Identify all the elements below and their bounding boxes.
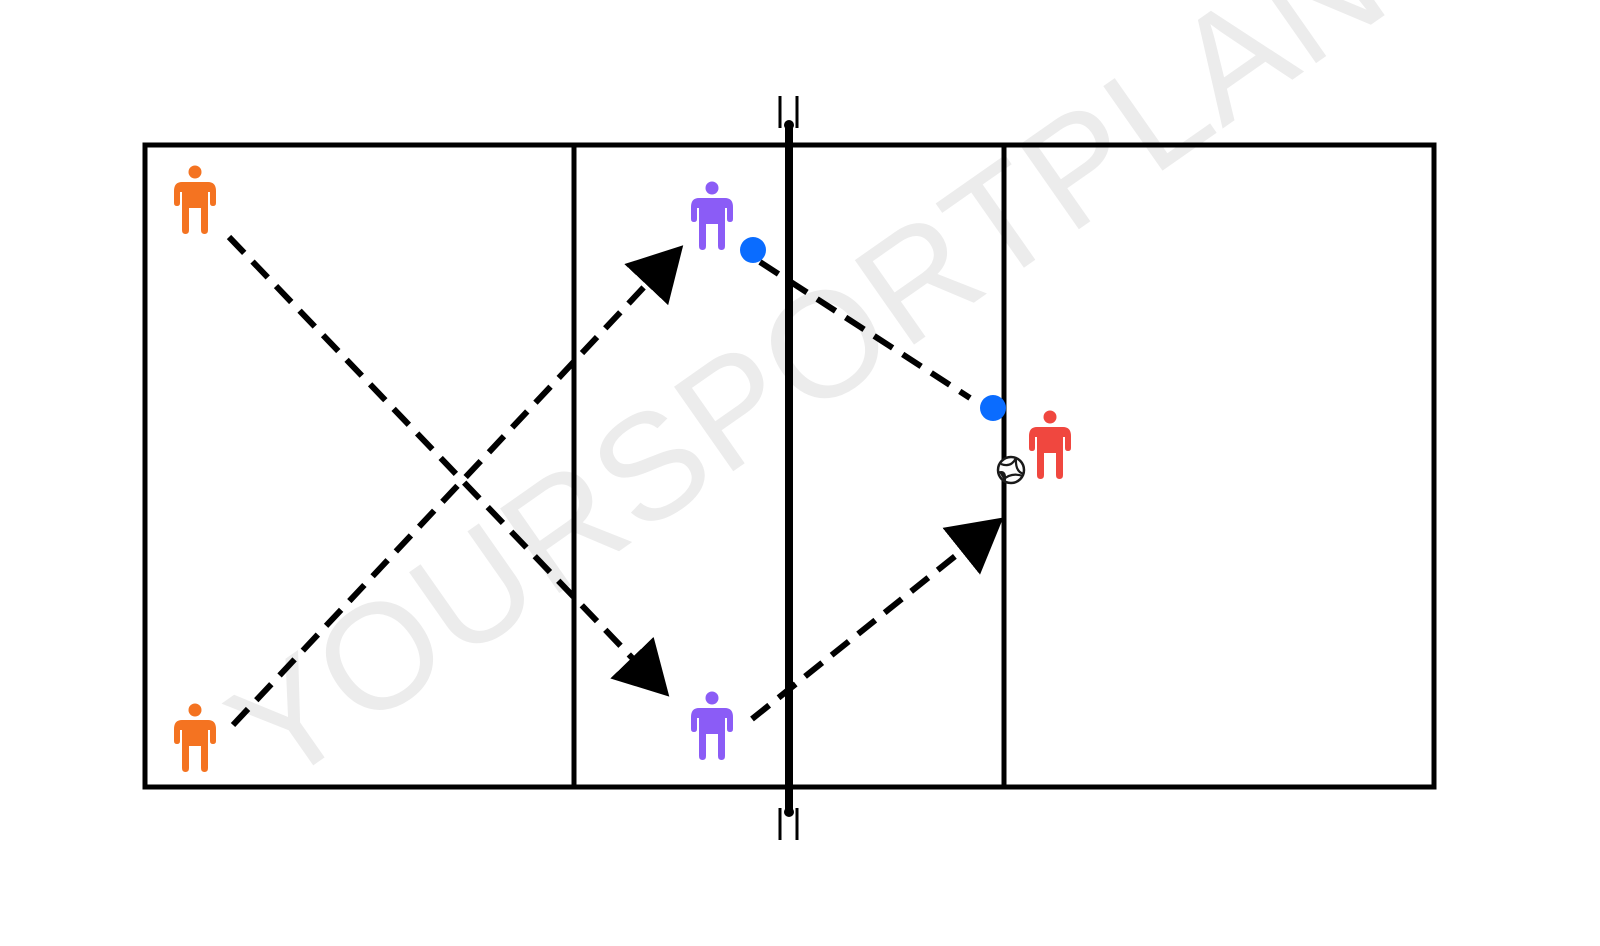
cone-lower-icon xyxy=(980,395,1006,421)
player-purple-top-center xyxy=(691,181,733,250)
net-post-bottom xyxy=(778,808,799,840)
volleyball-icon xyxy=(996,455,1026,485)
run-orange-top-to-purple-bottom xyxy=(226,234,670,697)
run-purple-bottom-to-red xyxy=(750,517,1004,722)
net xyxy=(778,96,799,840)
player-orange-bottom-left xyxy=(174,703,216,772)
player-purple-bottom-center xyxy=(691,691,733,760)
player-red-right xyxy=(1029,410,1071,479)
net-post-top xyxy=(778,96,799,128)
cone-upper-icon xyxy=(740,237,766,263)
run-orange-bottom-to-purple-top xyxy=(230,245,684,728)
watermark-text: YOURSPORTPLANNER xyxy=(200,0,1600,816)
player-orange-top-left xyxy=(174,165,216,234)
pass-cone-upper-to-cone-lower xyxy=(758,259,972,401)
